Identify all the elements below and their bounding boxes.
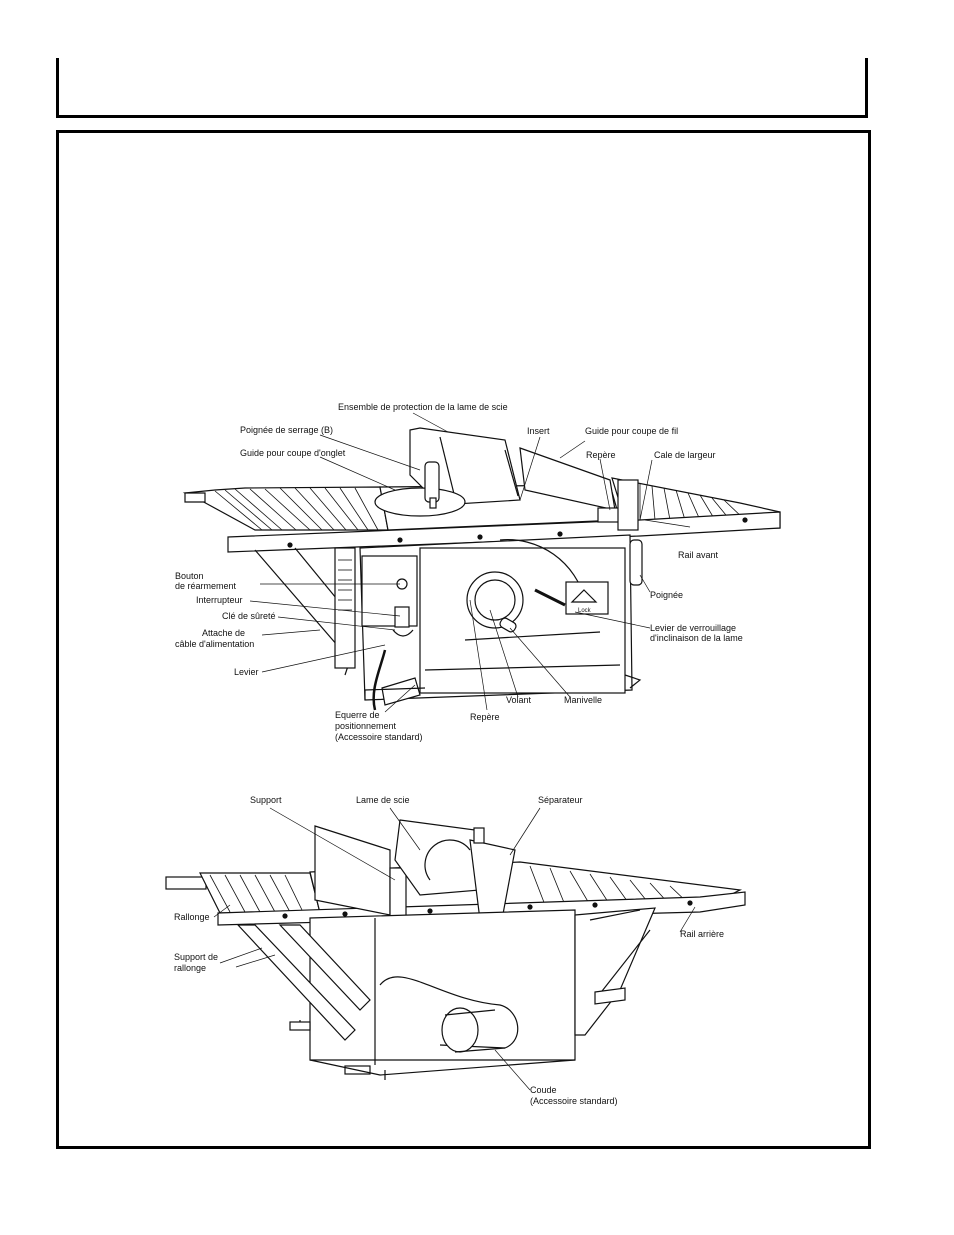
bottom-leader-lines	[213, 807, 696, 1091]
label-insert: Insert	[527, 426, 550, 436]
label-bouton-2: de réarmement	[175, 581, 237, 591]
bottom-saw-drawing	[165, 819, 746, 1080]
label-attache-1: Attache de	[202, 628, 245, 638]
label-bouton-1: Bouton	[175, 571, 204, 581]
label-equerre-3: (Accessoire standard)	[335, 732, 423, 742]
label-rallonge: Rallonge	[174, 912, 210, 922]
label-ensemble: Ensemble de protection de la lame de sci…	[338, 402, 508, 412]
label-manivelle: Manivelle	[564, 695, 602, 705]
label-poignee-serrage: Poignée de serrage (B)	[240, 425, 333, 435]
label-guide-onglet: Guide pour coupe d'onglet	[240, 448, 346, 458]
label-lame: Lame de scie	[356, 795, 410, 805]
top-leader-lines	[249, 412, 691, 713]
label-repere-top: Repère	[586, 450, 616, 460]
label-equerre-1: Equerre de	[335, 710, 380, 720]
label-rail-avant: Rail avant	[678, 550, 719, 560]
label-levier-verrou-1: Levier de verrouillage	[650, 623, 736, 633]
header-box	[56, 58, 868, 118]
label-support: Support	[250, 795, 282, 805]
label-cle: Clé de sûreté	[222, 611, 276, 621]
top-labels: Ensemble de protection de la lame de sci…	[175, 402, 743, 742]
label-guide-fil: Guide pour coupe de fil	[585, 426, 678, 436]
label-lock: Lock	[578, 608, 592, 614]
label-volant: Volant	[506, 695, 532, 705]
label-attache-2: câble d'alimentation	[175, 639, 254, 649]
label-equerre-2: positionnement	[335, 721, 397, 731]
label-levier-verrou-2: d'inclinaison de la lame	[650, 633, 743, 643]
label-support-rallonge-1: Support de	[174, 952, 218, 962]
label-rail-arriere: Rail arrière	[680, 929, 724, 939]
bottom-labels: Support Lame de scie Séparateur Rallonge…	[174, 795, 724, 1106]
label-coude-1: Coude	[530, 1085, 557, 1095]
figure-frame	[56, 130, 871, 1149]
label-cale: Cale de largeur	[654, 450, 716, 460]
label-coude-2: (Accessoire standard)	[530, 1096, 618, 1106]
label-repere-bottom: Repère	[470, 712, 500, 722]
label-levier: Levier	[234, 667, 259, 677]
label-support-rallonge-2: rallonge	[174, 963, 206, 973]
top-saw-drawing	[182, 427, 781, 711]
label-interrupteur: Interrupteur	[196, 595, 243, 605]
label-poignee: Poignée	[650, 590, 683, 600]
label-separateur: Séparateur	[538, 795, 583, 805]
